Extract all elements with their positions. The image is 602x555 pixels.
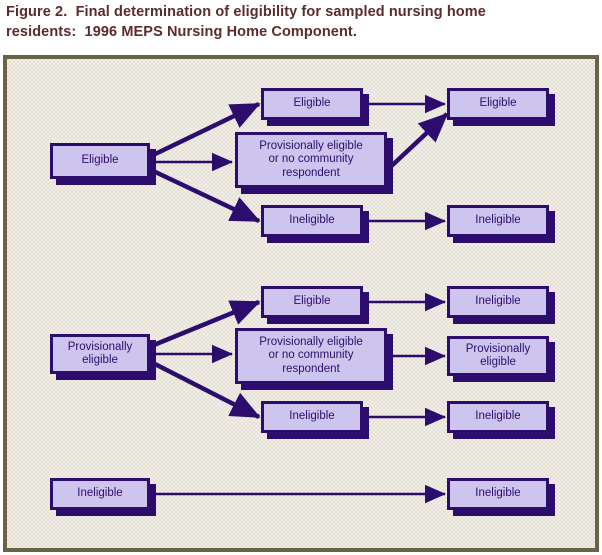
node-g2-start[interactable]: Provisionally eligible (50, 334, 150, 374)
node-g1-end-eligible[interactable]: Eligible (447, 88, 549, 120)
node-label: Ineligible (289, 410, 335, 423)
figure-caption: Figure 2. Final determination of eligibi… (6, 2, 586, 42)
node-label: Ineligible (77, 487, 123, 500)
node-g2-end-provisional[interactable]: Provisionally eligible (447, 336, 549, 376)
figure-frame: Eligible Eligible Provisionally eligible… (3, 55, 599, 552)
node-label: Eligible (293, 295, 331, 308)
node-label: Provisionally eligible or no community r… (259, 335, 363, 375)
node-label: Eligible (293, 97, 331, 110)
edge-g1-start-to-mid3 (148, 166, 261, 224)
edge-g2-start-to-mid1 (148, 299, 261, 350)
node-label: Provisionally eligible or no community r… (259, 139, 363, 179)
node-g1-mid-provisional[interactable]: Provisionally eligible or no community r… (235, 132, 387, 188)
node-label: Provisionally eligible (465, 342, 531, 369)
node-label: Eligible (479, 97, 517, 110)
node-label: Ineligible (289, 214, 335, 227)
caption-line-1: Figure 2. Final determination of eligibi… (6, 4, 486, 20)
node-g3-end[interactable]: Ineligible (447, 478, 549, 510)
node-g1-end-ineligible[interactable]: Ineligible (447, 205, 549, 237)
node-g3-start[interactable]: Ineligible (50, 478, 150, 510)
caption-line-2: residents: 1996 MEPS Nursing Home Compon… (6, 24, 357, 40)
node-label: Ineligible (475, 410, 521, 423)
diagram-canvas: Eligible Eligible Provisionally eligible… (7, 59, 595, 548)
node-g1-mid-ineligible[interactable]: Ineligible (261, 205, 363, 237)
node-g2-end-ineligible-top[interactable]: Ineligible (447, 286, 549, 318)
edge-g1-mid2-to-end1 (383, 112, 449, 174)
node-label: Provisionally eligible (67, 340, 133, 367)
node-label: Eligible (81, 154, 119, 167)
node-g1-start[interactable]: Eligible (50, 143, 150, 179)
diagram-arrows (147, 94, 449, 504)
edge-g1-start-to-mid1 (148, 101, 261, 160)
node-g2-mid-ineligible[interactable]: Ineligible (261, 401, 363, 433)
node-label: Ineligible (475, 487, 521, 500)
node-g1-mid-eligible[interactable]: Eligible (261, 88, 363, 120)
node-g2-mid-provisional[interactable]: Provisionally eligible or no community r… (235, 328, 387, 384)
node-g2-mid-eligible[interactable]: Eligible (261, 286, 363, 318)
node-label: Ineligible (475, 214, 521, 227)
edge-g2-start-to-mid3 (147, 358, 261, 420)
node-g2-end-ineligible-bottom[interactable]: Ineligible (447, 401, 549, 433)
node-label: Ineligible (475, 295, 521, 308)
